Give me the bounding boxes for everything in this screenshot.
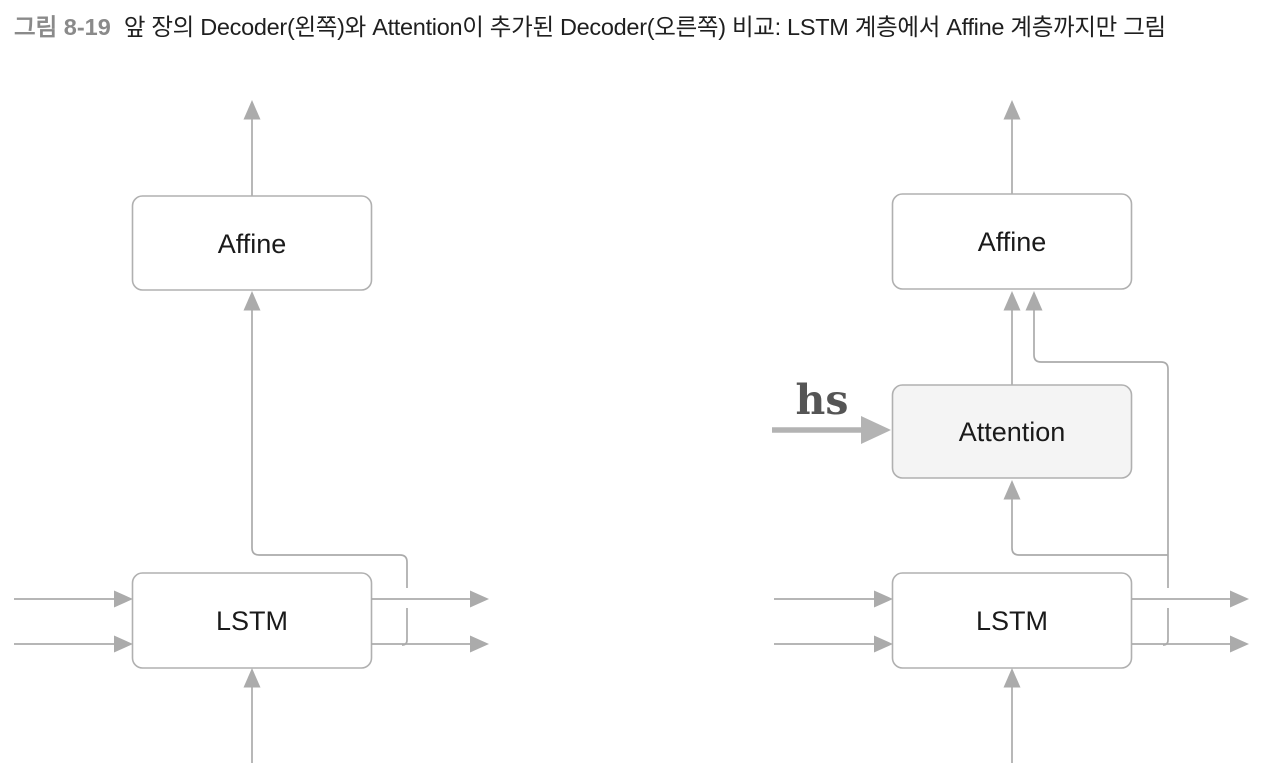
lstm-h-to-attention-arrowhead-icon [1003, 480, 1021, 500]
left-affine-node [131, 195, 373, 291]
left-affine-node-label: Affine [218, 229, 287, 259]
right-decoder-diagram: Affine Attention hs LSTM [772, 100, 1249, 763]
right-lstm-node-label: LSTM [976, 606, 1048, 636]
left-lstm-input-c-arrowhead-icon [114, 635, 133, 653]
attention-node-label: Attention [959, 417, 1066, 447]
left-lstm-input-h-arrowhead-icon [114, 590, 133, 608]
figure-caption: 그림 8-19 앞 장의 Decoder(왼쪽)와 Attention이 추가된 … [14, 8, 1274, 46]
figure-number: 그림 8-19 [14, 14, 111, 40]
right-lstm-input-c-arrowhead-icon [874, 635, 893, 653]
left-lstm-bottom-input-arrowhead-icon [243, 668, 261, 688]
left-lstm-output-c-arrowhead-icon [470, 635, 489, 653]
figure-caption-text: 앞 장의 Decoder(왼쪽)와 Attention이 추가된 Decoder… [123, 14, 1166, 40]
attention-node [891, 384, 1133, 479]
left-lstm-node-label: LSTM [216, 606, 288, 636]
right-affine-output-arrowhead-icon [1003, 100, 1021, 120]
left-affine-output-arrowhead-icon [243, 100, 261, 120]
right-lstm-bottom-input-arrowhead-icon [1003, 668, 1021, 688]
hs-input-arrowhead-icon [861, 416, 891, 444]
attention-to-affine-arrowhead-icon [1003, 291, 1021, 311]
right-lstm-input-h-arrowhead-icon [874, 590, 893, 608]
lstm-h-to-attention-edge [1011, 498, 1168, 556]
lstm-h-to-affine-arrowhead-icon [1025, 291, 1043, 311]
right-affine-node-label: Affine [978, 227, 1047, 257]
left-lstm-output-h-arrowhead-icon [470, 590, 489, 608]
right-lstm-output-c-arrowhead-icon [1230, 635, 1249, 653]
right-affine-node [891, 193, 1133, 290]
hs-label: hs [796, 376, 849, 424]
left-affine-input-arrowhead-icon [243, 291, 261, 311]
left-decoder-diagram: Affine LSTM [14, 100, 489, 763]
right-lstm-output-h-arrowhead-icon [1230, 590, 1249, 608]
